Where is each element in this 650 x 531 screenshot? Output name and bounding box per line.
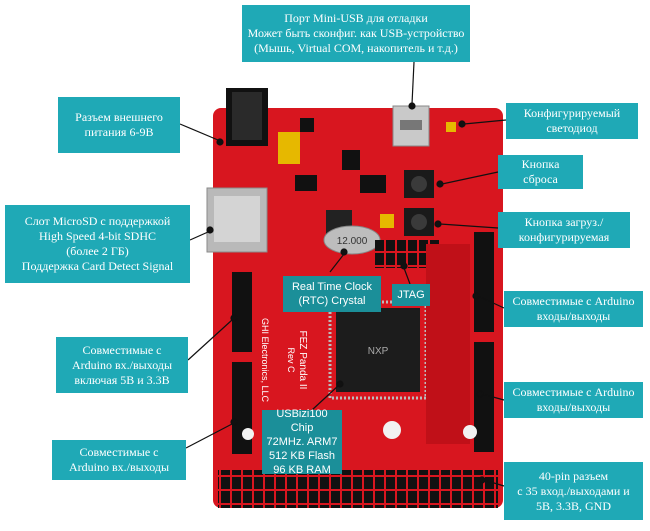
callout-rtc-text: Real Time Clock (RTC) Crystal: [291, 281, 373, 307]
callout-config-led: Конфигурируемый светодиод: [506, 103, 638, 139]
crystal-label: 12.000: [337, 236, 368, 247]
right-header-top: [474, 232, 494, 332]
callout-power-jack: Разъем внешнего питания 6-9В: [58, 97, 180, 153]
silk-model: FEZ Panda II: [297, 331, 308, 390]
callout-boot-button: Кнопка загруз./ конфигурируемая: [498, 212, 630, 248]
left-header-bottom: [232, 362, 252, 454]
callout-arduino-io-left-2-text: Совместимые с Arduino вх./выходы: [68, 445, 170, 474]
callout-rtc: Real Time Clock (RTC) Crystal: [283, 276, 381, 312]
callout-arduino-io-right-1-text: Совместимые с Arduino входы/выходы: [512, 294, 635, 323]
silk-rev: Rev C: [286, 347, 296, 373]
chip-label: NXP: [368, 346, 389, 357]
callout-arduino-io-right-2-text: Совместимые с Arduino входы/выходы: [512, 385, 635, 414]
callout-chip-text: USBizi100 Chip 72MHz. ARM7 512 KB Flash …: [266, 408, 338, 476]
callout-config-led-text: Конфигурируемый светодиод: [523, 106, 621, 135]
callout-chip: USBizi100 Chip 72MHz. ARM7 512 KB Flash …: [262, 408, 342, 476]
callout-power-jack-text: Разъем внешнего питания 6-9В: [75, 110, 163, 139]
callout-mini-usb-text: Порт Mini-USB для отладки Может быть ско…: [247, 11, 465, 55]
callout-jtag-text: JTAG: [397, 288, 425, 301]
callout-arduino-io-left-1: Совместимые с Arduino вх./выходы включая…: [56, 337, 188, 393]
callout-boot-button-text: Кнопка загруз./ конфигурируемая: [518, 215, 610, 244]
callout-arduino-io-right-1: Совместимые с Arduino входы/выходы: [504, 291, 643, 327]
callout-arduino-io-left-2: Совместимые с Arduino вх./выходы: [52, 440, 186, 480]
callout-header-40pin: 40-pin разъем с 35 вход./выходами и 5В, …: [504, 462, 643, 520]
main-chip: [336, 308, 420, 392]
callout-reset-button: Кнопка сброса: [498, 155, 583, 189]
callout-mini-usb: Порт Mini-USB для отладки Может быть ско…: [242, 5, 470, 62]
callout-arduino-io-left-1-text: Совместимые с Arduino вх./выходы включая…: [71, 342, 173, 387]
callout-microsd: Слот MicroSD с поддержкой High Speed 4-b…: [5, 205, 190, 283]
callout-jtag: JTAG: [392, 284, 430, 306]
callout-reset-button-text: Кнопка сброса: [521, 157, 560, 186]
bottom-40pin-header: [218, 470, 498, 508]
right-header-bottom: [474, 342, 494, 452]
callout-header-40pin-text: 40-pin разъем с 35 вход./выходами и 5В, …: [517, 468, 630, 513]
callout-microsd-text: Слот MicroSD с поддержкой High Speed 4-b…: [21, 214, 174, 273]
left-header-top: [232, 272, 252, 352]
silk-brand: GHI Electronics, LLC: [260, 318, 270, 403]
callout-arduino-io-right-2: Совместимые с Arduino входы/выходы: [504, 382, 643, 418]
